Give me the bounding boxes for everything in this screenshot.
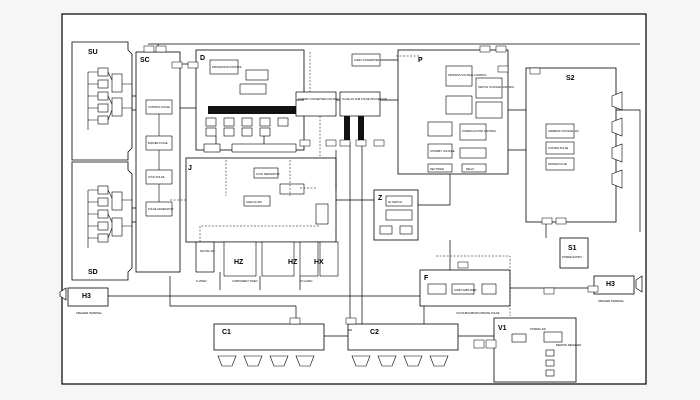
d-block: D PROCESSOR CONTROL [195,49,305,151]
audio-converter-text: AUDIO CONVERTER [354,58,379,62]
s2-label: S2 [566,75,575,82]
process-voltage-text: PROCESS VOLTAGE CONTROL [448,73,487,77]
su-label: SU [88,49,98,56]
format-converter-text: FORMAT CONVERTER FOR PROCESSOR [298,97,349,101]
d-label: D [200,55,205,62]
c1-label: C1 [222,329,231,336]
audio-amplifier-text: AUDIO AMPLIFIER [454,288,477,292]
z-block: Z AV SWITCH [373,189,419,241]
sd-block: SD [71,161,133,281]
v1-label: V1 [498,325,507,332]
sc-block: SC CONTROL PULSE BUFFER PULSE SYNC PULSE… [135,51,181,273]
j-block: J SYNC SEPARATOR ANALOG SW [185,143,337,243]
analog-sw-text: ANALOG SW [246,200,262,204]
relay-text: RELAY [466,167,475,171]
sustain-pulse-text: SUSTAIN PULSE [548,146,569,150]
pulse-generator-text: PULSE GENERATOR [148,207,174,211]
flash-processor-text: FLASH AV SUB PULSE PROCESSOR [342,97,387,101]
j-label: J [188,165,192,172]
sync-pulse-text: SYNC PULSE [148,175,165,179]
buffer-pulse-text: BUFFER PULSE [148,141,168,145]
s1-block: S1 POWER SUPPLY [559,237,589,269]
standby-voltage-text: STANDBY VOLTAGE [430,149,455,153]
address-voltage-text: ADDRESS VOLTAGE (VA) [548,129,579,133]
h3-left-label: H3 [82,293,91,300]
speaker-terminal-left-text: SPEAKER TERMINAL [76,311,103,315]
switch-voltage-text: SWITCH VOLTAGE CONTROL [478,85,515,89]
c2-block: C2 [347,323,459,367]
p-block: P PROCESS VOLTAGE CONTROL SWITCH VOLTAGE… [397,49,515,175]
input-jacks: DIGITAL SW HZ HZ HX S-VIDEO COMPONENT VI… [195,241,339,283]
sc-label: SC [140,57,150,64]
p-label: P [418,57,423,64]
pc-audio-text: PC AUDIO [300,279,312,283]
power-factor-text: POWER FACTOR CONTROL [462,129,497,133]
hx-label: HX [314,259,324,266]
c1-block: C1 [213,323,325,367]
digital-sw-text: DIGITAL SW [200,249,215,253]
driver-pulse-text: DRIVER PULSE [548,162,567,166]
memory-bus [208,106,296,114]
control-pulse-text: CONTROL PULSE [148,105,170,109]
f-block: F AUDIO AMPLIFIER [419,269,511,307]
s-video-text: S-VIDEO [196,279,207,283]
z-label: Z [378,195,383,202]
vol-sub-text: VOL/SUB/SUB/OFF/UPDATE PULSE [456,311,500,315]
component-video-text: COMPONENT VIDEO [232,279,258,283]
hz-label-a: HZ [234,259,244,266]
s2-block: S2 ADDRESS VOLTAGE (VA) SUSTAIN PULSE DR… [525,67,623,223]
h3-left-block: H3 SPEAKER TERMINAL [59,287,109,315]
sync-separator-text: SYNC SEPARATOR [256,172,280,176]
h3-right-block: H3 SPEAKER TERMINAL [593,275,643,303]
su-block: SU [71,41,133,161]
hz-label-b: HZ [288,259,298,266]
s1-label: S1 [568,245,577,252]
speaker-terminal-right-text: SPEAKER TERMINAL [598,299,625,303]
av-switch-text: AV SWITCH [388,200,402,204]
h3-right-label: H3 [606,281,615,288]
processor-control-text: PROCESSOR CONTROL [212,65,243,69]
f-label: F [424,275,429,282]
rectifier-text: RECTIFIER [430,167,444,171]
c2-label: C2 [370,329,379,336]
processor-area: FORMAT CONVERTER FOR PROCESSOR FLASH AV … [295,53,387,142]
dashed-wiring [170,52,511,316]
connectors [143,45,599,349]
v1-block: V1 POWER LED REMOTE RECEIVER [493,317,581,383]
power-led-text: POWER LED [530,327,546,331]
sd-label: SD [88,269,98,276]
remote-receiver-text: REMOTE RECEIVER [556,343,581,347]
power-supply-text: POWER SUPPLY [562,255,583,259]
